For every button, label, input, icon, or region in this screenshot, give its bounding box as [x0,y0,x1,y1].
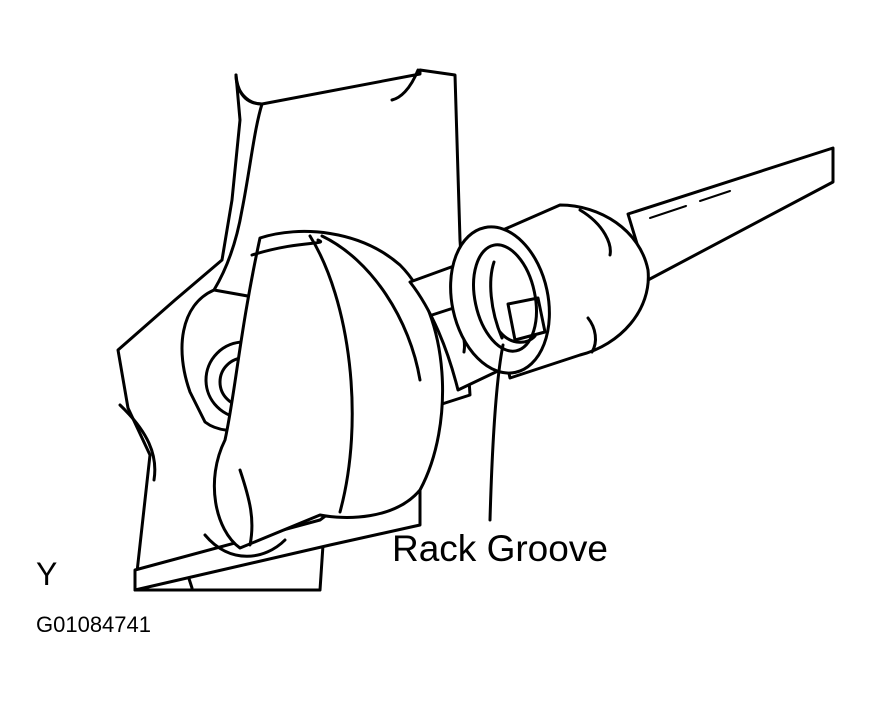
figure-code-label: G01084741 [36,612,151,637]
callout-leader-line [488,343,505,522]
rack-shaft [626,146,835,282]
groove-slot [506,296,547,342]
view-letter-label: Y [36,556,58,592]
flange-collar [212,229,445,550]
rack-end-socket [449,203,650,380]
rack-groove-label: Rack Groove [392,528,608,569]
